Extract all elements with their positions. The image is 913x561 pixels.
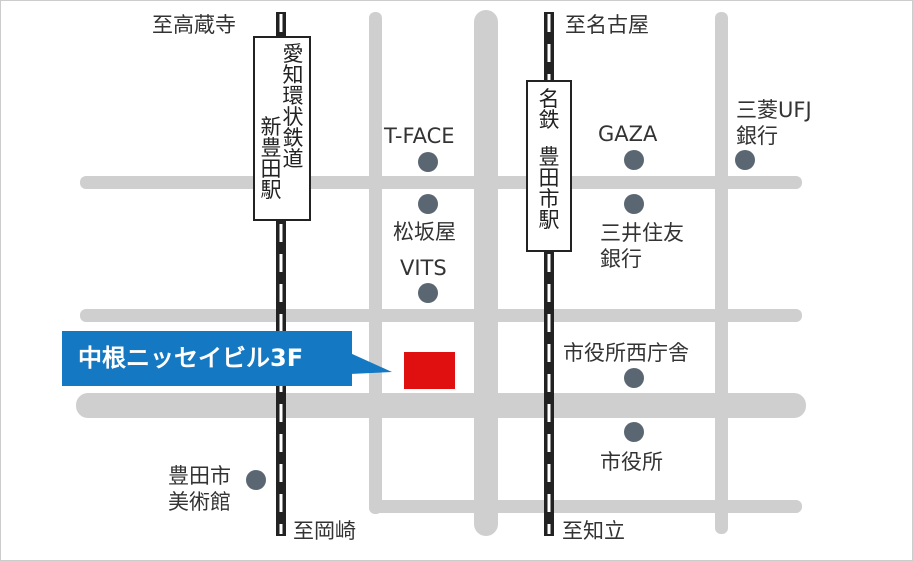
label-museum: 豊田市 美術館 [168,464,231,514]
road-h-1 [80,176,802,189]
marker-vits [418,283,438,303]
label-shiyakusho: 市役所 [600,450,663,474]
station-toyotashi-label: 名鉄豊田市駅 [538,89,560,250]
markers [246,150,755,490]
label-mitsui: 三井住友 銀行 [600,221,684,271]
station-toyotashi-box: 名鉄豊田市駅 [526,80,572,252]
marker-shiyakusho-west [624,368,644,388]
road-v-2 [474,10,498,536]
marker-tface [418,152,438,172]
label-mufg: 三菱UFJ 銀行 [736,98,812,148]
destination-marker [404,352,455,389]
station-shin-toyota-label: 新豊田駅 [260,115,282,202]
road-h-4 [369,500,802,513]
direction-nagoya: 至名古屋 [565,13,649,37]
marker-gaza [624,150,644,170]
marker-mitsui [624,194,644,214]
direction-okazaki: 至岡崎 [293,519,356,543]
marker-shiyakusho [624,422,644,442]
label-tface: T-FACE [384,124,455,148]
station-aikan-line-label: 愛知環状鉄道 [282,42,304,171]
station-toyotashi-name: 豊田市駅 [538,145,560,232]
direction-takakuraji: 至高蔵寺 [152,13,236,37]
marker-museum [246,470,266,490]
road-h-3 [76,393,806,418]
road-v-3 [715,12,728,534]
label-vits: VITS [400,256,447,280]
marker-matsuzakaya [418,194,438,214]
station-meitetsu-label: 名鉄 [538,87,560,132]
label-shiyakusho-west: 市役所西庁舎 [563,341,689,365]
rail-aikan [276,12,286,536]
direction-chiryu: 至知立 [562,519,625,543]
road-h-2 [80,309,802,322]
destination-callout: 中根ニッセイビル3F [62,331,352,386]
label-gaza: GAZA [598,122,658,146]
marker-mufg [735,150,755,170]
label-matsuzakaya: 松坂屋 [393,220,456,244]
rail-meitetsu [544,12,554,536]
callout-pointer [350,353,392,374]
station-shin-toyota-box: 新豊田駅 愛知環状鉄道 [253,36,311,221]
road-v-1 [369,12,382,514]
